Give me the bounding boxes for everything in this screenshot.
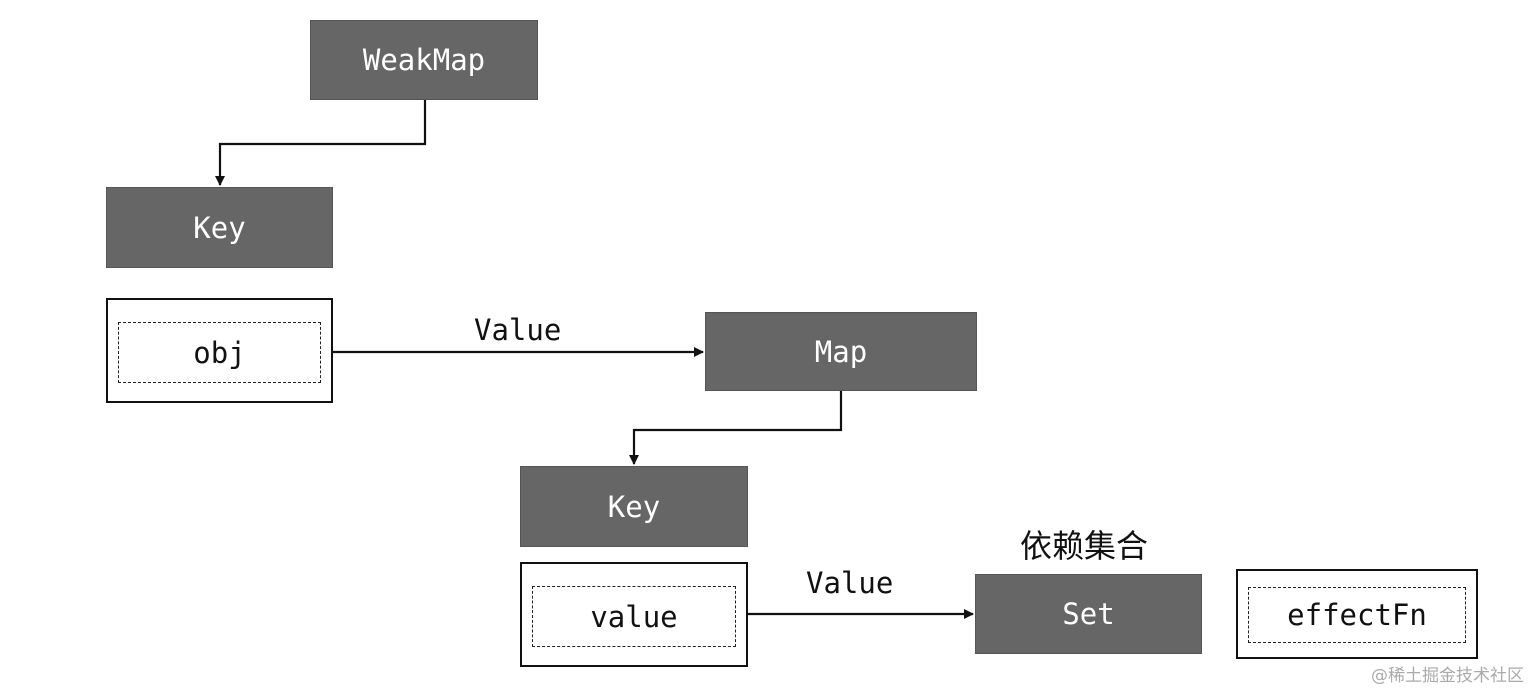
obj-to-map-edge-label: Value [474,313,562,347]
set-node: Set [975,574,1202,654]
weakmap-to-key-connector [215,100,427,186]
map-key-node: Key [520,466,748,547]
effectfn-item: effectFn [1248,587,1466,643]
value-key-item: value [532,586,736,647]
map-key-label: Key [607,489,661,524]
weakmap-label: WeakMap [362,43,486,77]
obj-key-item: obj [118,322,321,383]
watermark: @稀土掘金技术社区 [1371,666,1524,686]
map-to-key-connector [629,391,843,465]
set-label: Set [1062,597,1115,631]
weakmap-node: WeakMap [310,20,538,100]
effectfn-container: effectFn [1236,569,1478,659]
value-key-container: value [520,562,748,667]
obj-label: obj [193,335,246,370]
value-label: value [590,599,678,634]
map-label: Map [814,334,868,369]
set-caption: 依赖集合 [1020,527,1149,565]
weakmap-key-node: Key [106,187,333,268]
map-node: Map [705,312,977,391]
value-to-set-edge-label: Value [806,566,894,600]
obj-key-container: obj [106,298,333,403]
effectfn-label: effectFn [1287,598,1427,632]
weakmap-key-label: Key [193,210,246,245]
